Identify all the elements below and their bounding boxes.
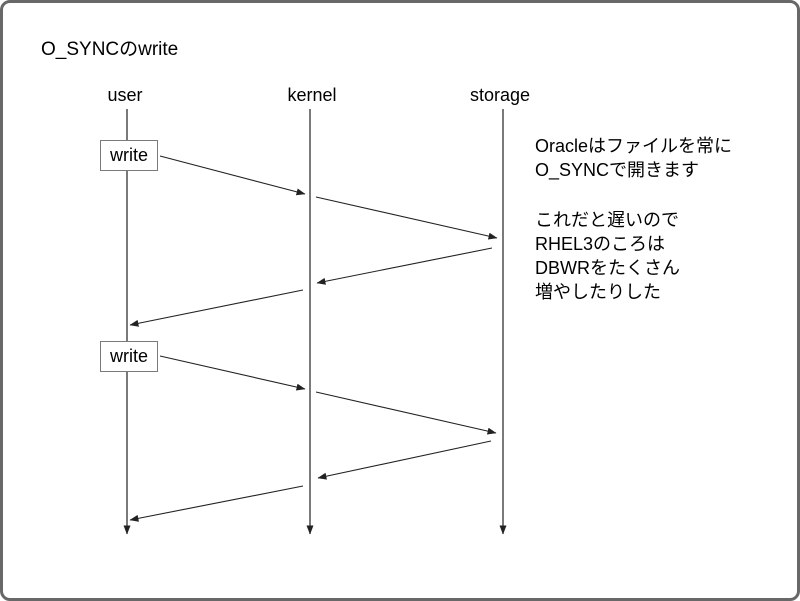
write-box-2: write (100, 341, 158, 372)
annotation-line: RHEL3のころは (535, 234, 666, 254)
sequence-diagram (123, 109, 507, 535)
message-arrow-user-to-kernel-1 (159, 155, 306, 196)
annotation-text: Oracleはファイルを常に O_SYNCで開きます これだと遅いので RHEL… (535, 134, 775, 304)
write-box-1-label: write (109, 145, 148, 165)
annotation-line: 増やしたりした (535, 282, 661, 302)
message-arrow-storage-to-kernel-1 (316, 247, 493, 285)
message-arrow-kernel-to-user-1 (129, 289, 304, 327)
message-arrow-kernel-to-storage-2 (315, 391, 497, 435)
page-title: O_SYNCのwrite (41, 39, 179, 60)
actor-label-storage: storage (469, 85, 531, 105)
actor-label-user: user (107, 85, 143, 105)
message-arrow-kernel-to-user-2 (129, 485, 304, 522)
message-arrow-user-to-kernel-2 (159, 355, 306, 391)
annotation-line: Oracleはファイルを常に (535, 136, 733, 156)
annotation-line: O_SYNCで開きます (535, 160, 700, 180)
annotation-block-1: Oracleはファイルを常に O_SYNCで開きます (535, 134, 775, 182)
annotation-block-2: これだと遅いので RHEL3のころは DBWRをたくさん 増やしたりした (535, 208, 775, 304)
write-box-2-label: write (109, 346, 148, 366)
annotation-line: DBWRをたくさん (535, 258, 680, 278)
message-arrow-storage-to-kernel-2 (317, 440, 492, 480)
actor-label-kernel: kernel (287, 85, 337, 105)
annotation-line: これだと遅いので (535, 210, 679, 230)
write-box-1: write (100, 140, 158, 171)
message-arrow-kernel-to-storage-1 (315, 196, 498, 240)
